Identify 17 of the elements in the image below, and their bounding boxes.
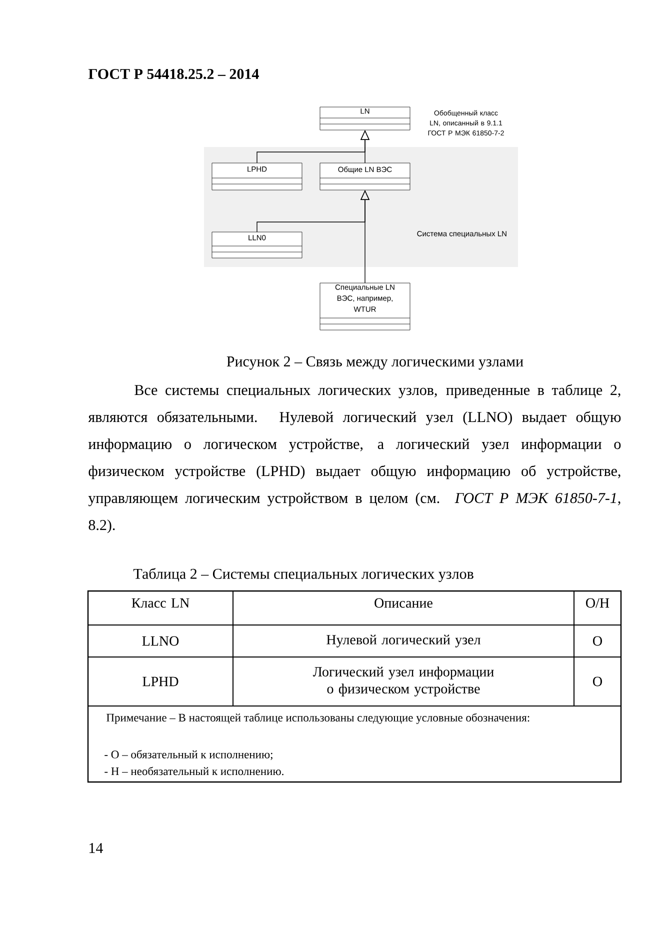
table-cell-text: Логический узел информации о физическом устройстве (312, 666, 494, 696)
table-cell-text: Класс LN (132, 598, 190, 608)
page-number: 14 (90, 843, 103, 853)
table-title: Таблица 2 – Системы специальных логических узлов (133, 568, 474, 582)
body-paragraph: Все системы специальных логических узлов, приведенные в таблице 2, являются обязательными. Нулевой логический узел (LLNO) выдает общую информацию о логическом устройстве, а логический узел информации о физическом устройстве (LPHD) выдает общую информацию об устройстве, управляющем логическим устройством в целом (см. ГОСТ Р МЭК 61850-7-1, 8.2). (88, 384, 621, 534)
table-note: - Н – необязательный к исполнению. (104, 766, 284, 776)
table-cell-text: Описание (374, 598, 432, 608)
table-cell-text: LLNO (142, 636, 179, 646)
table-cell-text: LPHD (142, 676, 178, 686)
table-cell-text: О/Н (586, 598, 610, 608)
table-note: - О – обязательный к исполнению; (104, 750, 272, 760)
page-header: ГОСТ Р 54418.25.2 – 2014 (88, 68, 259, 80)
figure-caption: Рисунок 2 – Связь между логическими узлами (226, 356, 524, 370)
table-cell-text: Нулевой логический узел (326, 634, 480, 648)
table-cell-text: О (593, 636, 602, 646)
table-cell-text: О (593, 676, 602, 686)
table-note: Примечание – В настоящей таблице использованы следующие условные обозначения: (106, 713, 530, 724)
